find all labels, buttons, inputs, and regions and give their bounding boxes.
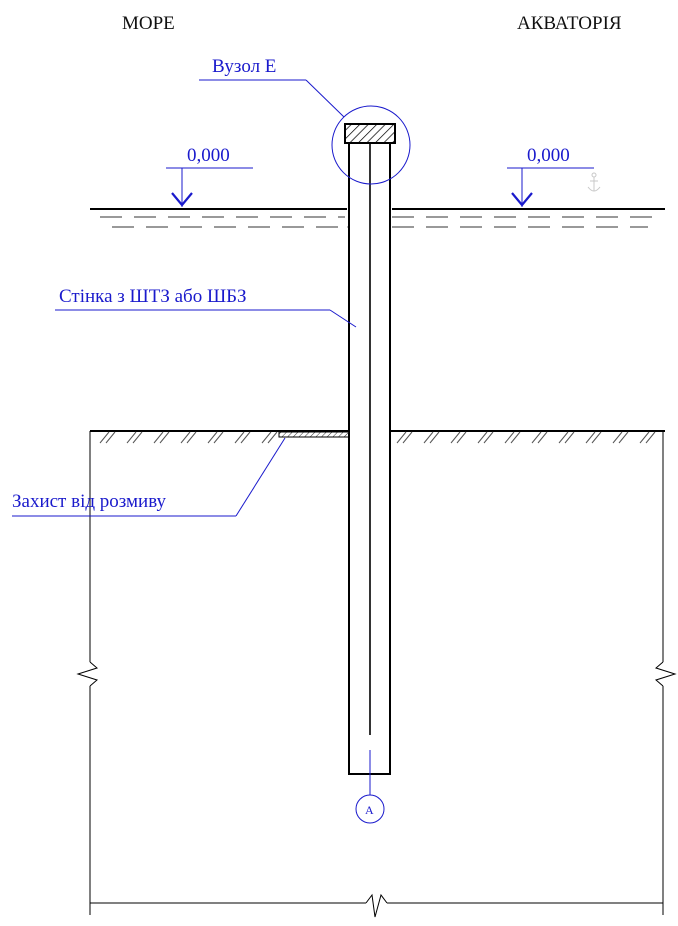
wall-label-leader (55, 309, 357, 328)
level-mark-left (166, 167, 253, 207)
wall-cap (344, 123, 396, 144)
level-mark-right (507, 167, 594, 207)
header-left: МОРЕ (122, 13, 175, 34)
soil-boundary (76, 431, 677, 918)
level-left-label: 0,000 (187, 145, 230, 166)
anchor-icon (587, 172, 601, 192)
sheet-pile-wall (348, 142, 391, 795)
wall-label: Стінка з ШТЗ або ШБЗ (59, 286, 247, 307)
header-right: АКВАТОРІЯ (517, 13, 622, 34)
axis-label: А (365, 803, 374, 817)
node-callout (199, 79, 411, 185)
protection-label: Захист від розмиву (12, 491, 167, 512)
level-right-label: 0,000 (527, 145, 570, 166)
scour-protection (12, 431, 350, 517)
axis-marker (355, 794, 385, 824)
node-label: Вузол Е (212, 56, 277, 77)
